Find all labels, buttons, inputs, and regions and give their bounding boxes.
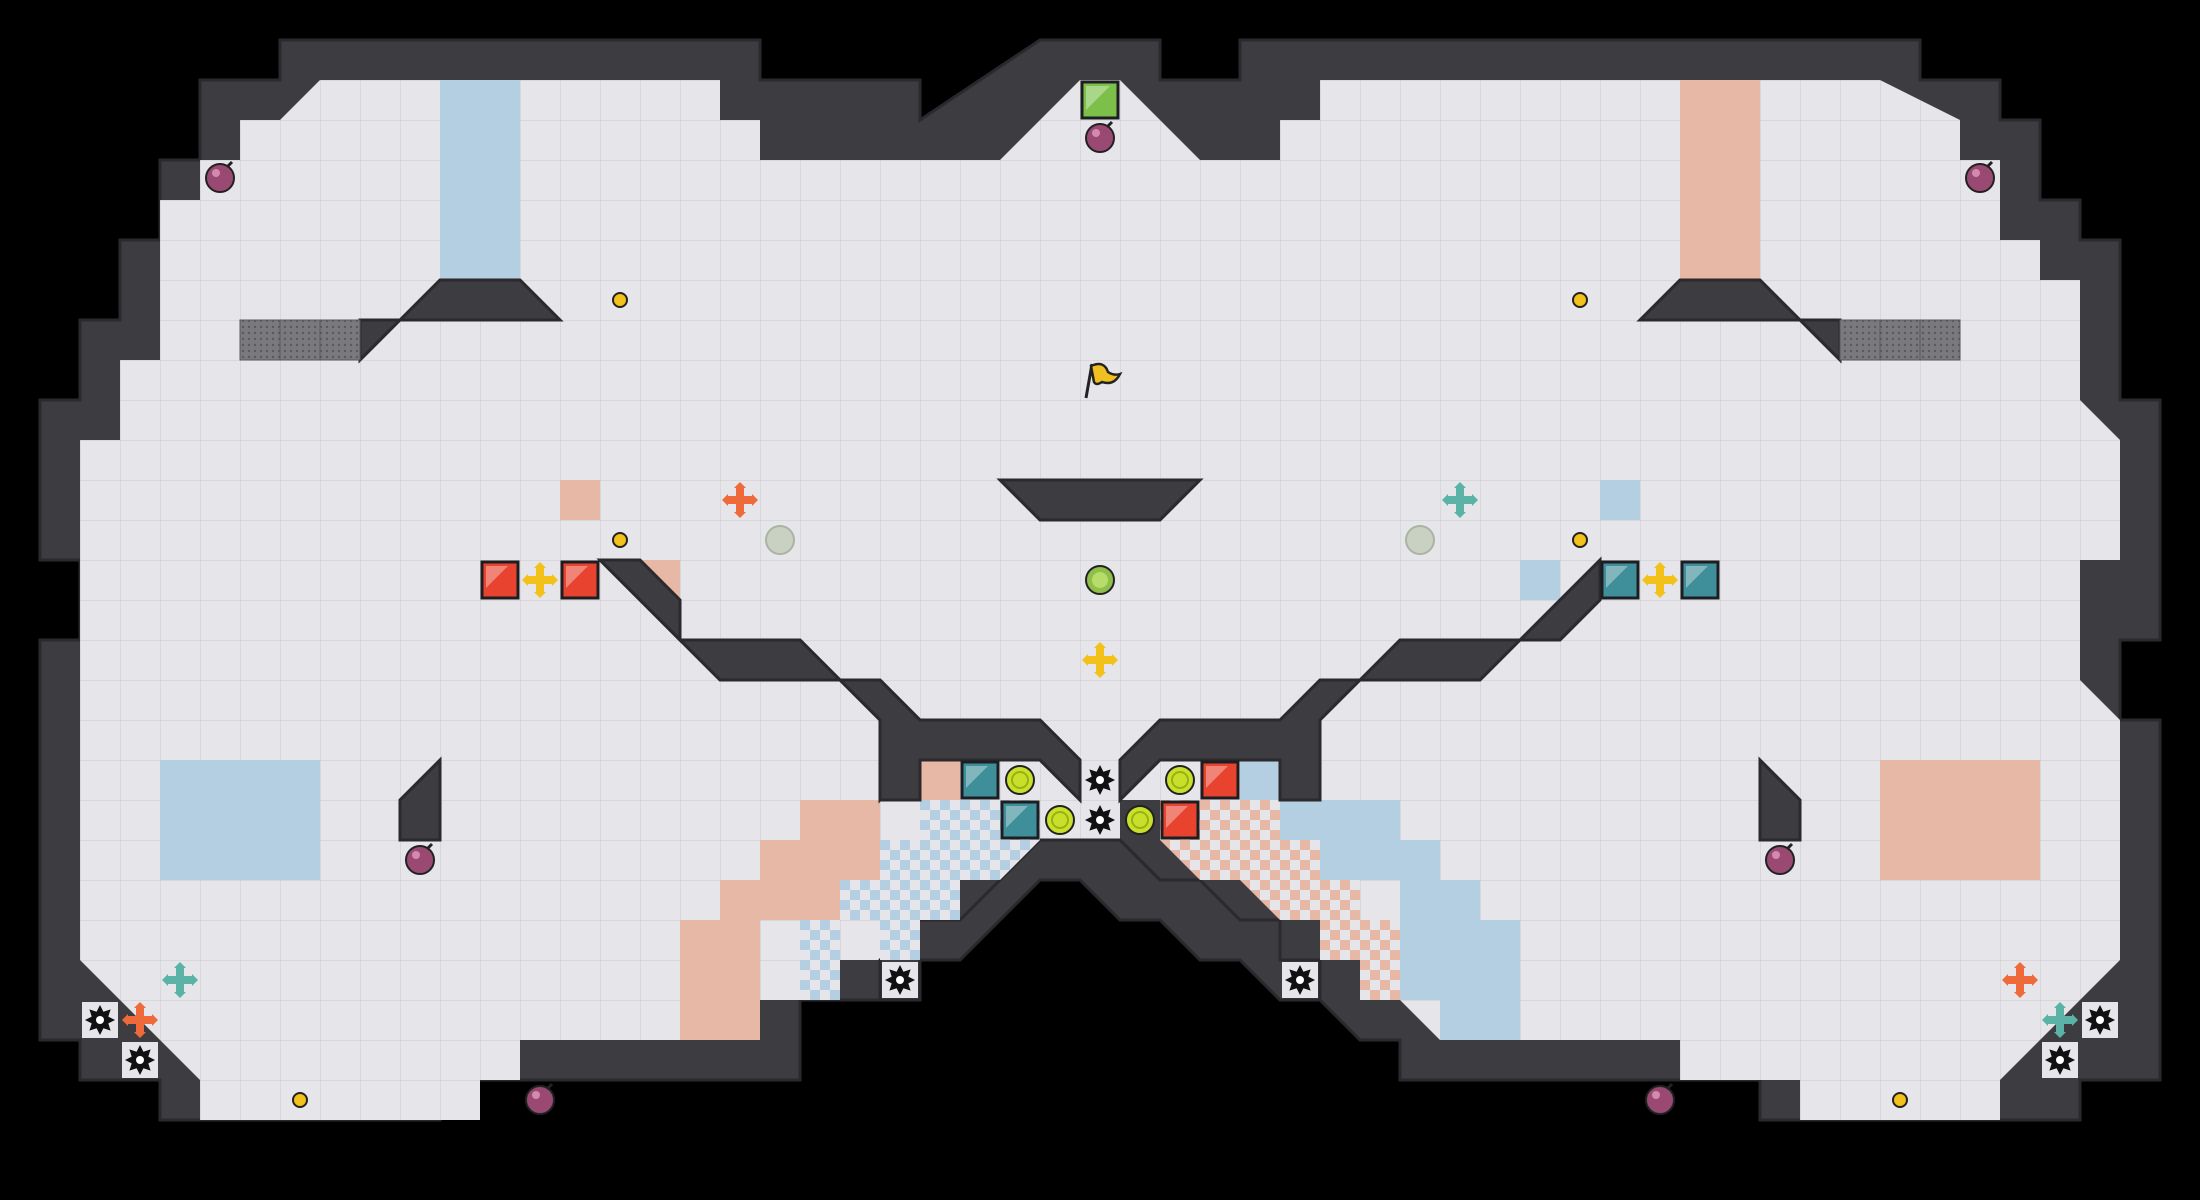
blue-team-zones [160, 80, 1640, 1040]
spawn-marker-icon [162, 962, 198, 998]
map-objects [82, 80, 2118, 1115]
gate-tile-icon [279, 319, 321, 361]
center-button-icon [1085, 565, 1115, 595]
left-small-wedge [398, 756, 442, 842]
token-icon [1572, 532, 1588, 548]
gate-tile-icon [1879, 319, 1921, 361]
portal-icon [1405, 525, 1435, 555]
spike-icon [1085, 805, 1115, 835]
bomb-icon [405, 842, 435, 875]
switch-block-icon [960, 760, 1000, 800]
bomb-icon [1965, 160, 1995, 193]
switch-block-icon [560, 560, 600, 600]
spike-icon [2085, 1005, 2115, 1035]
green-block [1080, 80, 1120, 120]
switch-block-icon [1000, 800, 1040, 840]
bomb-icon [1645, 1082, 1675, 1115]
gate-tile-icon [1919, 319, 1961, 361]
spike-icon [125, 1045, 155, 1075]
spawn-marker-icon [2042, 1002, 2078, 1038]
gate-tiles [239, 319, 1961, 361]
spike-icon [1085, 765, 1115, 795]
bomb-icon [1765, 842, 1795, 875]
boost-icon [1125, 805, 1155, 835]
checkered-zones [800, 800, 1400, 1000]
switch-block-icon [1160, 800, 1200, 840]
center-pit [920, 880, 1280, 1200]
token-icon [1892, 1092, 1908, 1108]
gate-tile-icon [1839, 319, 1881, 361]
left-upper-ledge [396, 278, 564, 322]
token-icon [612, 532, 628, 548]
spike-icon [85, 1005, 115, 1035]
spike-icon [2045, 1045, 2075, 1075]
red-team-zones [560, 80, 2040, 1040]
bomb-icon [525, 1082, 555, 1115]
spawn-marker-icon [722, 482, 758, 518]
spike-icon [885, 965, 915, 995]
switch-block-icon [1600, 560, 1640, 600]
right-v-wall [1118, 678, 1364, 804]
bomb-icon [205, 160, 235, 193]
right-small-wedge [1758, 756, 1802, 842]
boost-icon [1005, 765, 1035, 795]
gate-tile-icon [319, 319, 361, 361]
left-v-wall [836, 678, 1082, 804]
flag-icon [1084, 362, 1123, 399]
token-icon [292, 1092, 308, 1108]
right-diagonal-wall [1516, 556, 1602, 642]
boost-icon [1165, 765, 1195, 795]
switch-block-icon [1200, 760, 1240, 800]
spawn-marker-icon [1442, 482, 1478, 518]
center-platform [996, 478, 1204, 522]
token-icon [612, 292, 628, 308]
gate-tile-icon [239, 319, 281, 361]
switch-block-icon [480, 560, 520, 600]
spawn-marker-icon [1082, 642, 1118, 678]
boost-icon [1045, 805, 1075, 835]
portal-icon [765, 525, 795, 555]
spike-icon [1285, 965, 1315, 995]
token-icon [1572, 292, 1588, 308]
right-chute [1356, 638, 1524, 682]
spawn-marker-icon [522, 562, 558, 598]
bomb-icon [1085, 120, 1115, 153]
spawn-marker-icon [1642, 562, 1678, 598]
interior-walls [358, 278, 1842, 842]
arena-floor [80, 80, 2120, 1120]
spawn-marker-icon [122, 1002, 158, 1038]
switch-block-icon [1680, 560, 1720, 600]
spawn-marker-icon [2002, 962, 2038, 998]
